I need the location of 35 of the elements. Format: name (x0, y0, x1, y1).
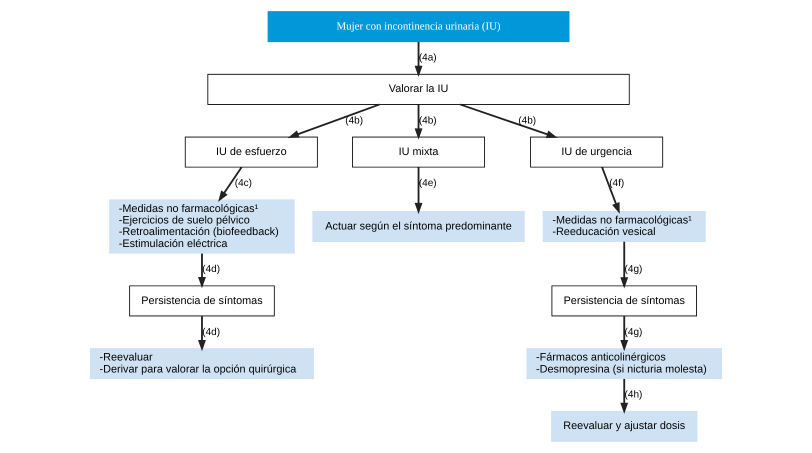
edge-label: (4b) (345, 115, 364, 126)
arrow (414, 42, 422, 77)
node-box: Valorar la IU (207, 74, 630, 105)
edge-label: (4b) (518, 115, 536, 126)
node-box: -Medidas no farmacológicas¹ -Ejercicios de suelo pélvico -Retroalimentación (biofeedback) -Estimulación eléctrica (109, 199, 295, 254)
node-box: -Medidas no farmacológicas¹ -Reeducación vesical (542, 211, 706, 242)
edge-label: (4g) (624, 264, 642, 276)
node-box: IU de urgencia (530, 136, 664, 168)
edge-label: (4c) (234, 178, 252, 190)
node-box: Actuar según el síntoma predominante (312, 211, 525, 242)
arrow (620, 316, 628, 352)
arrow (288, 104, 380, 138)
node-box: Reevaluar y ajustar dosis (551, 410, 698, 442)
arrow (198, 316, 206, 352)
edge-label: (4g) (624, 326, 642, 338)
node-box: Persistencia de síntomas (552, 285, 697, 316)
arrow (601, 166, 620, 214)
node-box: IU de esfuerzo (184, 136, 318, 168)
arrow (414, 167, 422, 214)
arrow (218, 166, 242, 202)
node-box: -Fármacos anticolinérgicos -Desmopresina (si nicturia molesta) (526, 348, 722, 380)
arrow (620, 242, 628, 289)
arrow (414, 104, 422, 140)
node-box: IU mixta (352, 136, 486, 168)
edge-label: (4b) (418, 115, 437, 126)
edge-label: (4h) (624, 390, 642, 401)
arrow (198, 254, 206, 288)
arrow (620, 378, 628, 414)
node-box: Persistencia de síntomas (129, 285, 275, 316)
node-box: -Reevaluar -Derivar para valorar la opción quirúrgica (90, 348, 314, 380)
edge-label: (4e) (418, 178, 437, 190)
edge-label: (4a) (418, 52, 437, 64)
node-box: Mujer con incontinencia urinaria (IU) (268, 11, 570, 42)
edge-label: (4f) (609, 178, 624, 190)
arrow (460, 104, 558, 138)
